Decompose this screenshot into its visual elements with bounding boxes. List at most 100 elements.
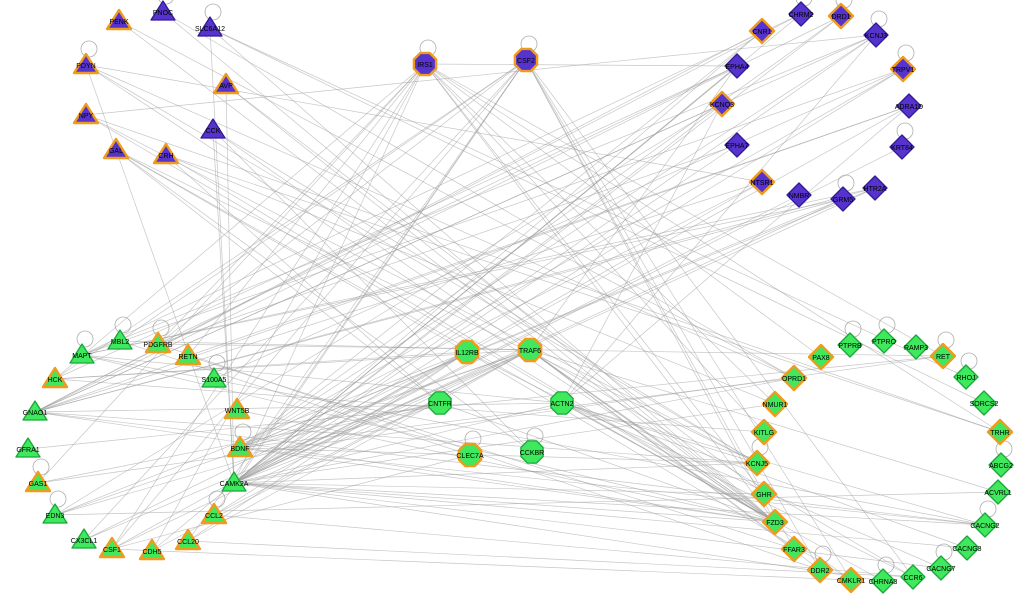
graph-edge	[561, 103, 723, 404]
graph-node-ffar3[interactable]: FFAR3	[780, 535, 808, 563]
graph-edge	[233, 482, 765, 495]
graph-node-trpv1[interactable]: TRPV1	[889, 55, 917, 83]
triangle-node-shape	[98, 536, 126, 559]
diamond-node-shape	[780, 364, 808, 392]
graph-edge	[34, 198, 844, 413]
diamond-node-shape	[708, 90, 736, 118]
graph-edge	[233, 105, 910, 484]
octagon-node-shape	[457, 442, 483, 468]
graph-node-pdyn[interactable]: PDYN	[72, 52, 100, 75]
diamond-node-shape	[928, 555, 954, 581]
diamond-node-shape	[889, 134, 915, 160]
graph-node-gfra1[interactable]: GFRA1	[15, 437, 41, 458]
triangle-node-shape	[174, 343, 202, 366]
graph-edge	[34, 411, 986, 526]
graph-edge	[424, 63, 944, 357]
graph-node-cmklr1[interactable]: CMKLR1	[837, 566, 866, 594]
graph-edge	[561, 402, 968, 549]
graph-node-trhr[interactable]: TRHR	[986, 418, 1014, 446]
graph-node-penk[interactable]: PENK	[105, 8, 133, 31]
diamond-node-shape	[986, 418, 1014, 446]
graph-node-traf6[interactable]: TRAF6	[517, 337, 543, 363]
diamond-node-shape	[896, 93, 922, 119]
diamond-node-shape	[750, 418, 778, 446]
graph-node-pnoc[interactable]: PNOC	[150, 0, 176, 21]
graph-edge	[439, 402, 776, 523]
graph-node-edn3[interactable]: EDN3	[42, 503, 68, 524]
graph-node-ntsr1[interactable]: NTSR1	[748, 168, 776, 196]
graph-node-kcnj3[interactable]: KCNJ3	[863, 22, 889, 48]
graph-edge	[239, 181, 763, 449]
graph-edge	[165, 154, 1001, 433]
diamond-node-shape	[862, 175, 888, 201]
graph-node-slc6a12[interactable]: SLC6A12	[195, 16, 225, 37]
graph-node-ptprb[interactable]: PTPRB	[837, 332, 863, 358]
graph-node-retn[interactable]: RETN	[174, 343, 202, 366]
graph-node-csf1[interactable]: CSF1	[98, 536, 126, 559]
graph-node-npy[interactable]: NPY	[72, 102, 100, 125]
graph-edge	[85, 114, 776, 523]
graph-node-cacng2[interactable]: CACNG2	[970, 512, 1000, 538]
graph-node-cdh5[interactable]: CDH5	[138, 538, 166, 561]
graph-node-irs1[interactable]: IRS1	[412, 51, 438, 77]
graph-edge	[111, 59, 527, 550]
graph-node-gal[interactable]: GAL	[102, 137, 130, 160]
graph-node-il12rb[interactable]: IL12RB	[454, 339, 480, 365]
graph-edge	[561, 402, 758, 464]
graph-node-cx3cl1[interactable]: CX3CL1	[71, 528, 98, 549]
graph-edge	[111, 454, 471, 550]
graph-node-csf2[interactable]: CSF2	[513, 47, 539, 73]
graph-node-cck[interactable]: CCK	[200, 118, 226, 139]
graph-node-kcnj5[interactable]: KCNJ5	[743, 449, 771, 477]
graph-edge	[54, 59, 527, 380]
diamond-node-shape	[900, 564, 926, 590]
graph-edge	[239, 349, 531, 449]
graph-node-cacng3[interactable]: CACNG3	[952, 535, 982, 561]
graph-edge	[561, 402, 942, 569]
graph-node-actn2[interactable]: ACTN2	[550, 391, 574, 415]
graph-node-chrm2[interactable]: CHRM2	[788, 1, 814, 27]
diamond-node-shape	[724, 132, 750, 158]
graph-node-ret[interactable]: RET	[929, 342, 957, 370]
graph-node-pax8[interactable]: PAX8	[807, 343, 835, 371]
graph-node-chrna3[interactable]: CHRNA3	[869, 568, 898, 594]
graph-node-rhoj[interactable]: RHOJ	[953, 364, 979, 390]
graph-node-epha7[interactable]: EPHA7	[724, 132, 750, 158]
graph-node-cacng7[interactable]: CACNG7	[926, 555, 956, 581]
graph-node-cckbr[interactable]: CCKBR	[520, 440, 545, 464]
self-loop-edge	[877, 556, 895, 574]
graph-node-krt84[interactable]: KRT84	[889, 134, 915, 160]
graph-node-ccl20[interactable]: CCL20	[174, 528, 202, 551]
self-loop-edge	[960, 352, 978, 370]
graph-edge	[209, 27, 967, 378]
graph-node-gnao1[interactable]: GNAO1	[22, 400, 48, 421]
graph-edge	[187, 105, 910, 357]
graph-node-ccr6[interactable]: CCR6	[900, 564, 926, 590]
graph-edge	[54, 103, 723, 516]
graph-node-avp[interactable]: AVP	[212, 72, 240, 95]
graph-node-cntfr[interactable]: CNTFR	[428, 391, 452, 415]
graph-node-ptpro[interactable]: PTPRO	[871, 328, 897, 354]
self-loop-edge	[114, 316, 132, 334]
graph-edge	[212, 129, 758, 464]
self-loop-edge	[935, 543, 953, 561]
graph-node-htr2a[interactable]: HTR2A	[862, 175, 888, 201]
graph-node-drd1[interactable]: DRD1	[827, 2, 855, 30]
graph-edge	[233, 15, 842, 484]
graph-node-crh[interactable]: CRH	[152, 142, 180, 165]
graph-node-acvrl1[interactable]: ACVRL1	[984, 479, 1012, 505]
graph-edge	[424, 63, 1001, 433]
self-loop-edge	[32, 458, 50, 476]
graph-node-abcg2[interactable]: ABCG2	[988, 452, 1014, 478]
graph-node-sorcs2[interactable]: SORCS2	[970, 390, 999, 416]
graph-edge	[529, 349, 795, 550]
graph-edge	[157, 144, 738, 345]
graph-node-hck[interactable]: HCK	[41, 366, 69, 389]
graph-node-grm5[interactable]: GRM5	[830, 186, 856, 212]
triangle-node-shape	[22, 400, 48, 421]
triangle-node-shape	[201, 367, 227, 388]
self-loop-edge	[80, 40, 98, 58]
triangle-node-shape	[150, 0, 176, 21]
graph-node-oprd1[interactable]: OPRD1	[780, 364, 808, 392]
